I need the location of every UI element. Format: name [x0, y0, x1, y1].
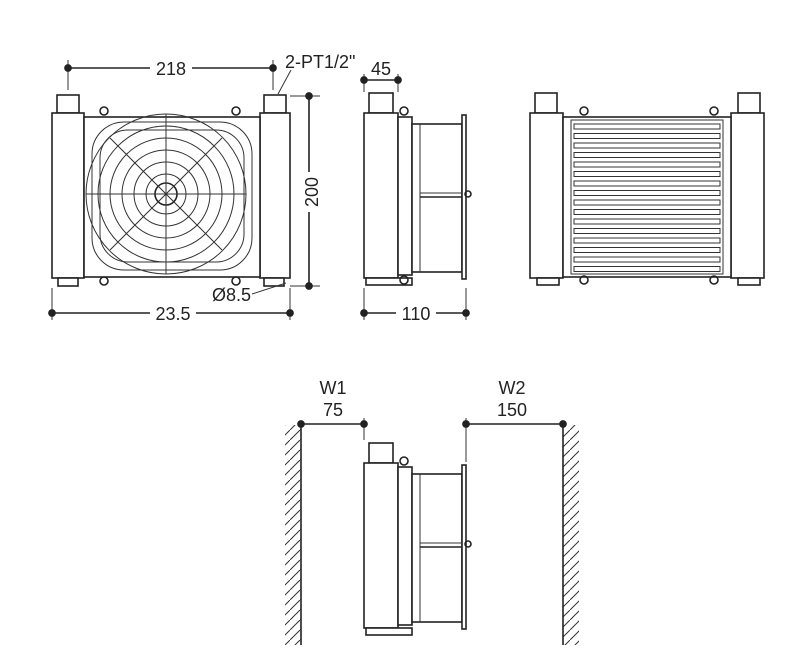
core-panel — [83, 116, 261, 278]
fin — [573, 190, 721, 196]
port-spec-label: 2-PT1/2" — [285, 52, 355, 72]
side-fitting — [368, 92, 394, 114]
width-218-label: 218 — [156, 59, 186, 79]
rear-core — [562, 116, 732, 278]
right-tank — [259, 112, 291, 279]
rear-view — [529, 92, 765, 286]
front-view: 218 2-PT1/2" 200 Ø8.5 23.5 — [48, 52, 355, 324]
fin — [573, 218, 721, 225]
fin — [573, 152, 721, 158]
w1-label: W1 — [320, 378, 347, 398]
hole-diameter-label: Ø8.5 — [212, 285, 251, 305]
w2-value: 150 — [497, 400, 527, 420]
rear-right-tank — [730, 112, 765, 279]
installation-view: W1 75 W2 150 — [285, 378, 579, 645]
right-foot — [263, 277, 285, 287]
left-tank — [51, 112, 85, 279]
cooling-fins — [573, 123, 721, 272]
left-foot — [57, 277, 79, 287]
fin — [573, 142, 721, 149]
height-200-label: 200 — [302, 177, 322, 207]
w2-label: W2 — [499, 378, 526, 398]
depth-110-label: 110 — [402, 304, 431, 324]
fin — [573, 171, 721, 177]
depth-45-label: 45 — [371, 59, 391, 79]
fin — [573, 228, 721, 234]
fin — [573, 123, 721, 130]
side-tank — [363, 112, 399, 279]
right-inlet-fitting — [263, 94, 287, 114]
fin — [573, 209, 721, 215]
w1-value: 75 — [323, 400, 343, 420]
width-235-label: 23.5 — [155, 304, 190, 324]
rear-left-tank — [529, 112, 564, 279]
fin — [573, 237, 721, 244]
fin — [573, 161, 721, 168]
fin — [573, 180, 721, 187]
fin — [573, 133, 721, 139]
left-inlet-fitting — [56, 94, 80, 114]
side-guard-plate — [461, 114, 467, 280]
fin — [573, 266, 721, 272]
fin — [573, 247, 721, 253]
fin — [573, 199, 721, 206]
side-view: 45 110 — [360, 59, 472, 324]
fan-shroud — [91, 121, 253, 271]
fin — [573, 256, 721, 263]
